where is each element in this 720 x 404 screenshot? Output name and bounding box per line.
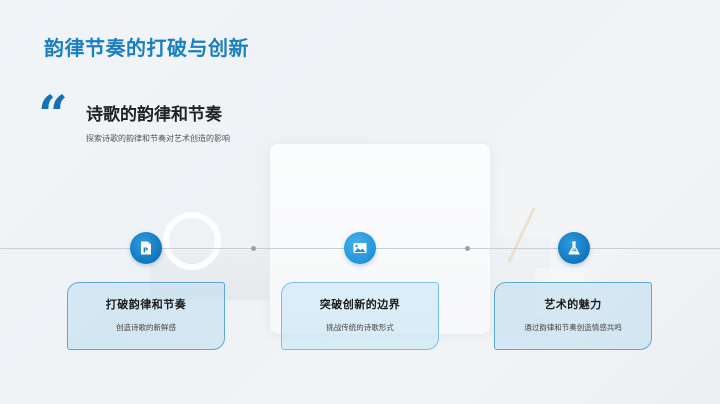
section-description: 探索诗歌的韵律和节奏对艺术创造的影响 xyxy=(86,134,230,143)
background-ring-image xyxy=(163,212,221,270)
timeline-node-2 xyxy=(344,232,376,264)
timeline-node-3 xyxy=(558,232,590,264)
svg-text:P: P xyxy=(143,247,148,255)
timeline-card-3: 艺术的魅力 通过韵律和节奏创造情感共鸣 xyxy=(494,282,652,350)
flask-icon xyxy=(568,241,580,255)
quote-icon: “ xyxy=(38,85,68,146)
timeline-dot xyxy=(465,246,470,251)
card-text: 创造诗歌的新鲜感 xyxy=(116,323,176,332)
card-title: 打破韵律和节奏 xyxy=(105,298,187,311)
image-icon xyxy=(353,243,367,253)
timeline-node-1: P xyxy=(130,232,162,264)
card-title: 突破创新的边界 xyxy=(319,298,401,311)
slide-title: 韵律节奏的打破与创新 xyxy=(44,36,249,60)
card-title: 艺术的魅力 xyxy=(544,298,602,311)
timeline-card-1: 打破韵律和节奏 创造诗歌的新鲜感 xyxy=(67,282,225,350)
timeline-dot xyxy=(251,246,256,251)
card-text: 挑战传统的诗歌形式 xyxy=(326,323,394,332)
timeline-card-2: 突破创新的边界 挑战传统的诗歌形式 xyxy=(281,282,439,350)
card-text: 通过韵律和节奏创造情感共鸣 xyxy=(524,323,622,332)
document-p-icon: P xyxy=(141,241,151,255)
section-heading: 诗歌的韵律和节奏 xyxy=(86,105,222,125)
